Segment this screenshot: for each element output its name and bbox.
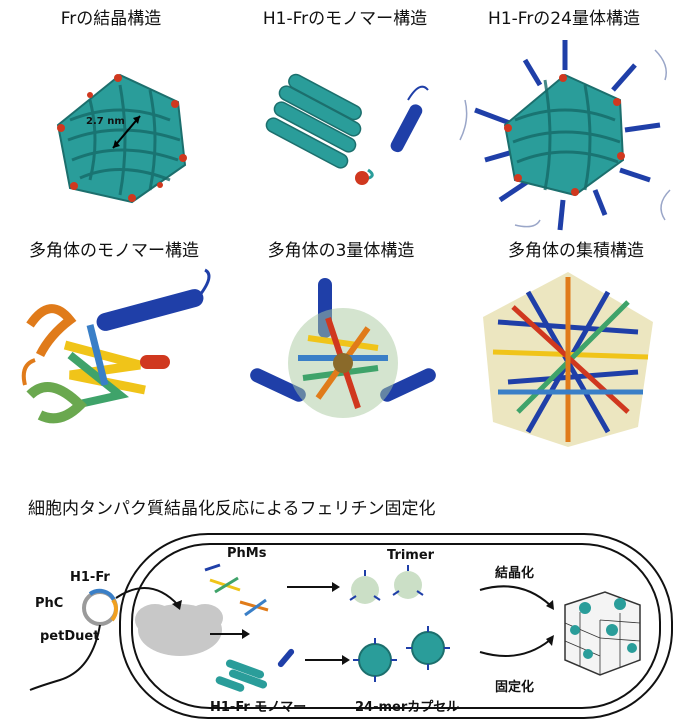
label-phms: PhMs [227,546,267,561]
polyhedra-assembly-image [468,262,668,452]
distance-annotation: 2.7 nm [86,116,125,127]
title-fr-crystal: Frの結晶構造 [60,9,162,29]
fr-crystal-image: 2.7 nm [20,40,220,220]
label-petduet: petDuet [40,629,100,644]
polyhedra-monomer-image [10,265,225,445]
h1fr-24mer-image [455,30,675,235]
label-phc: PhC [35,596,64,611]
title-h1fr-24mer: H1-Frの24量体構造 [488,9,640,29]
label-crystallize: 結晶化 [495,566,535,581]
h1fr-monomer-image [240,60,440,210]
polyhedra-trimer-image [238,258,448,448]
label-24mer-capsule: 24-merカプセル [355,700,460,715]
label-trimer: Trimer [387,548,435,563]
label-fix: 固定化 [495,680,535,695]
title-polyhedra-trimer: 多角体の3量体構造 [267,241,415,261]
title-polyhedra-monomer: 多角体のモノマー構造 [29,241,199,261]
label-h1fr: H1-Fr [70,570,110,585]
section-title: 細胞内タンパク質結晶化反応によるフェリチン固定化 [28,499,436,519]
title-polyhedra-assembly: 多角体の集積構造 [508,241,644,261]
cell-diagram: PhMs Trimer 結晶化 固定化 H1-Fr PhC petDuet H1… [0,530,680,721]
title-h1fr-monomer: H1-Frのモノマー構造 [262,9,428,29]
label-h1fr-monomer: H1-Fr モノマー [210,700,307,715]
